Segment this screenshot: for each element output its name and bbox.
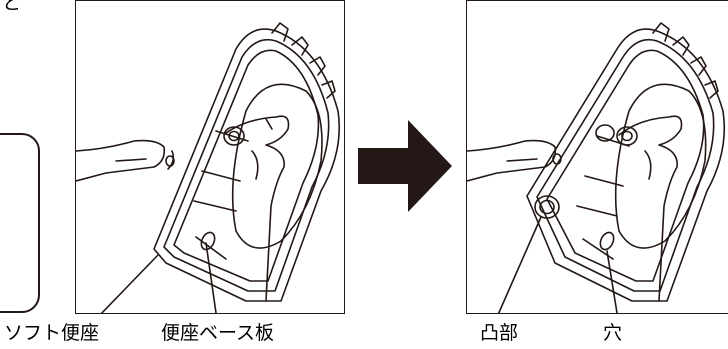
- base-plate-opening: [231, 83, 323, 249]
- soft-seat-outline: [526, 28, 726, 302]
- base-plate-leader-line: [205, 242, 217, 313]
- soft-seat-outline: [153, 28, 341, 302]
- hole-leader-line: [606, 250, 618, 313]
- convex-part-leader-line: [497, 216, 542, 313]
- soft-seat-leader-line: [100, 254, 159, 313]
- side-bracket-frame: [0, 133, 40, 313]
- base-plate-hole-lower: [200, 231, 216, 251]
- label-soft-seat: ソフト便座: [4, 322, 100, 344]
- right-hand-outline: [225, 115, 290, 302]
- convex-knob: [534, 195, 560, 219]
- clipped-text-fragment: と: [2, 0, 22, 14]
- base-plate-hole: [599, 231, 615, 251]
- label-convex-part: 凸部: [480, 322, 519, 344]
- left-hand-outline: [76, 139, 166, 182]
- label-hole: 穴: [603, 322, 623, 344]
- seat-base-illustration-after: [467, 22, 726, 313]
- label-seat-base-plate: 便座ベース板: [161, 322, 275, 344]
- illustration-before-panel: [75, 0, 345, 314]
- illustration-after-panel: [466, 0, 728, 314]
- seat-base-illustration-before: [76, 22, 341, 313]
- base-plate-hole-upper: [223, 126, 245, 146]
- right-arrow-icon: [358, 120, 452, 212]
